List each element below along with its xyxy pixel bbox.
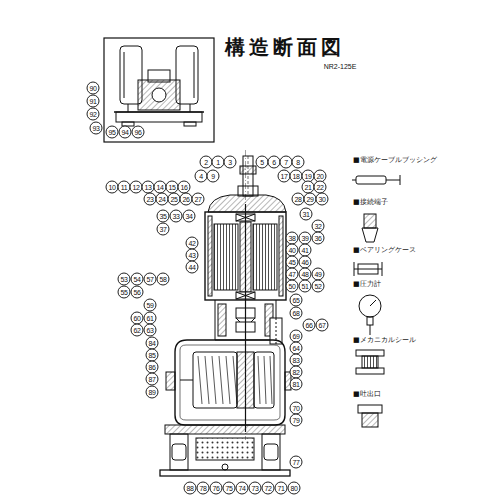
callout-number: 3 <box>224 156 237 169</box>
callout-number: 36 <box>312 232 325 245</box>
impeller-vanes <box>198 356 272 404</box>
callout-number: 71 <box>275 482 288 495</box>
callout-number: 92 <box>87 108 100 121</box>
part-icons <box>352 175 400 427</box>
callout-number: 63 <box>144 324 157 337</box>
callout-number: 77 <box>290 456 303 469</box>
callout-number: 81 <box>290 378 303 391</box>
callout-number: 76 <box>210 482 223 495</box>
part-caption: ■メカニカルシール <box>352 335 417 345</box>
vane-stroke <box>205 356 209 404</box>
callout-number: 44 <box>186 261 199 274</box>
callout-number: 58 <box>157 273 170 286</box>
vane-stroke <box>198 356 202 404</box>
inset-view <box>104 38 214 142</box>
callout-number: 34 <box>183 210 196 223</box>
part-caption: ■接続端子 <box>352 197 389 207</box>
part-caption: ■吐出口 <box>352 389 382 399</box>
callout-number: 31 <box>300 208 313 221</box>
pump-casing <box>166 340 291 425</box>
part-caption: ■電源ケーブルブッシング <box>352 155 438 165</box>
callout-number: 68 <box>290 307 303 320</box>
callout-number: 57 <box>144 273 157 286</box>
callout-number: 93 <box>90 122 103 135</box>
callout-number: 33 <box>170 210 183 223</box>
callout-number: 73 <box>249 482 262 495</box>
callout-number: 50 <box>286 280 299 293</box>
title: 構造断面図 <box>225 34 345 61</box>
oil-chamber <box>215 300 282 344</box>
callout-number: 8 <box>292 156 305 169</box>
callout-number: 59 <box>144 299 157 312</box>
vane-stroke <box>264 356 266 404</box>
vane-stroke <box>212 356 216 404</box>
vane-stroke <box>233 356 237 404</box>
callout-number: 27 <box>192 193 205 206</box>
callout-number: 89 <box>146 386 159 399</box>
callout-number: 90 <box>87 82 100 95</box>
model-number: NR2-125E <box>323 63 358 70</box>
callout-number: 91 <box>87 95 100 108</box>
callout-number: 75 <box>223 482 236 495</box>
callout-number: 53 <box>118 273 131 286</box>
callout-number: 96 <box>132 126 145 139</box>
callout-number: 30 <box>316 193 329 206</box>
callout-number: 87 <box>146 373 159 386</box>
vane-stroke <box>270 356 272 404</box>
base-stand <box>160 425 290 476</box>
callout-number: 74 <box>236 482 249 495</box>
part-caption: ■圧力計 <box>352 279 382 289</box>
vane-stroke <box>258 356 260 404</box>
part-caption: ■ベアリングケース <box>352 245 417 255</box>
callout-number: 51 <box>299 280 312 293</box>
vane-stroke <box>226 356 230 404</box>
callout-number: 37 <box>157 223 170 236</box>
callout-number: 80 <box>288 482 301 495</box>
callout-number: 66 <box>303 319 316 332</box>
callout-number: 9 <box>207 170 220 183</box>
callout-number: 95 <box>106 126 119 139</box>
callout-number: 22 <box>314 181 327 194</box>
callout-number: 65 <box>290 294 303 307</box>
callout-number: 88 <box>184 482 197 495</box>
callout-number: 78 <box>197 482 210 495</box>
callout-number: 54 <box>131 273 144 286</box>
callout-number: 52 <box>312 280 325 293</box>
vane-stroke <box>219 356 223 404</box>
callout-number: 67 <box>316 319 329 332</box>
callout-number: 79 <box>290 414 303 427</box>
callout-number: 62 <box>131 324 144 337</box>
top-cover <box>208 195 286 212</box>
callout-number: 35 <box>157 210 170 223</box>
callout-number: 56 <box>131 286 144 299</box>
callout-number: 72 <box>262 482 275 495</box>
callout-number: 55 <box>118 286 131 299</box>
callout-number: 94 <box>119 126 132 139</box>
callout-number: 16 <box>178 181 191 194</box>
